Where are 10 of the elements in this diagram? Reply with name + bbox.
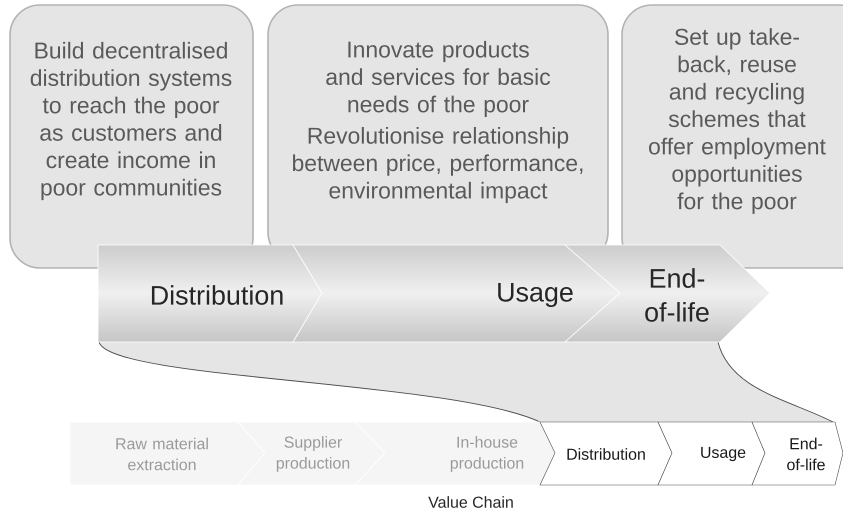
caption: Value Chain <box>428 496 513 508</box>
process-step: End-of-life <box>752 422 843 486</box>
node-label: End-of-life <box>787 438 825 470</box>
process-step: Usage <box>658 422 766 486</box>
text-box: Build decentralised distribution systems to reach the poor as customers and create income in poor communities <box>9 4 254 269</box>
process-step: Supplier production <box>237 422 386 486</box>
process-step: Distribution <box>98 244 322 342</box>
text-box: Set up take-back, reuse and recycling schemes that offer employment opportunities for the poor <box>621 4 843 269</box>
process-step: Raw material extraction <box>70 422 266 486</box>
text-box: Innovate products and services for basic needs of the poor Revolutionise relationship between price, performance, environmental impact <box>267 4 609 263</box>
